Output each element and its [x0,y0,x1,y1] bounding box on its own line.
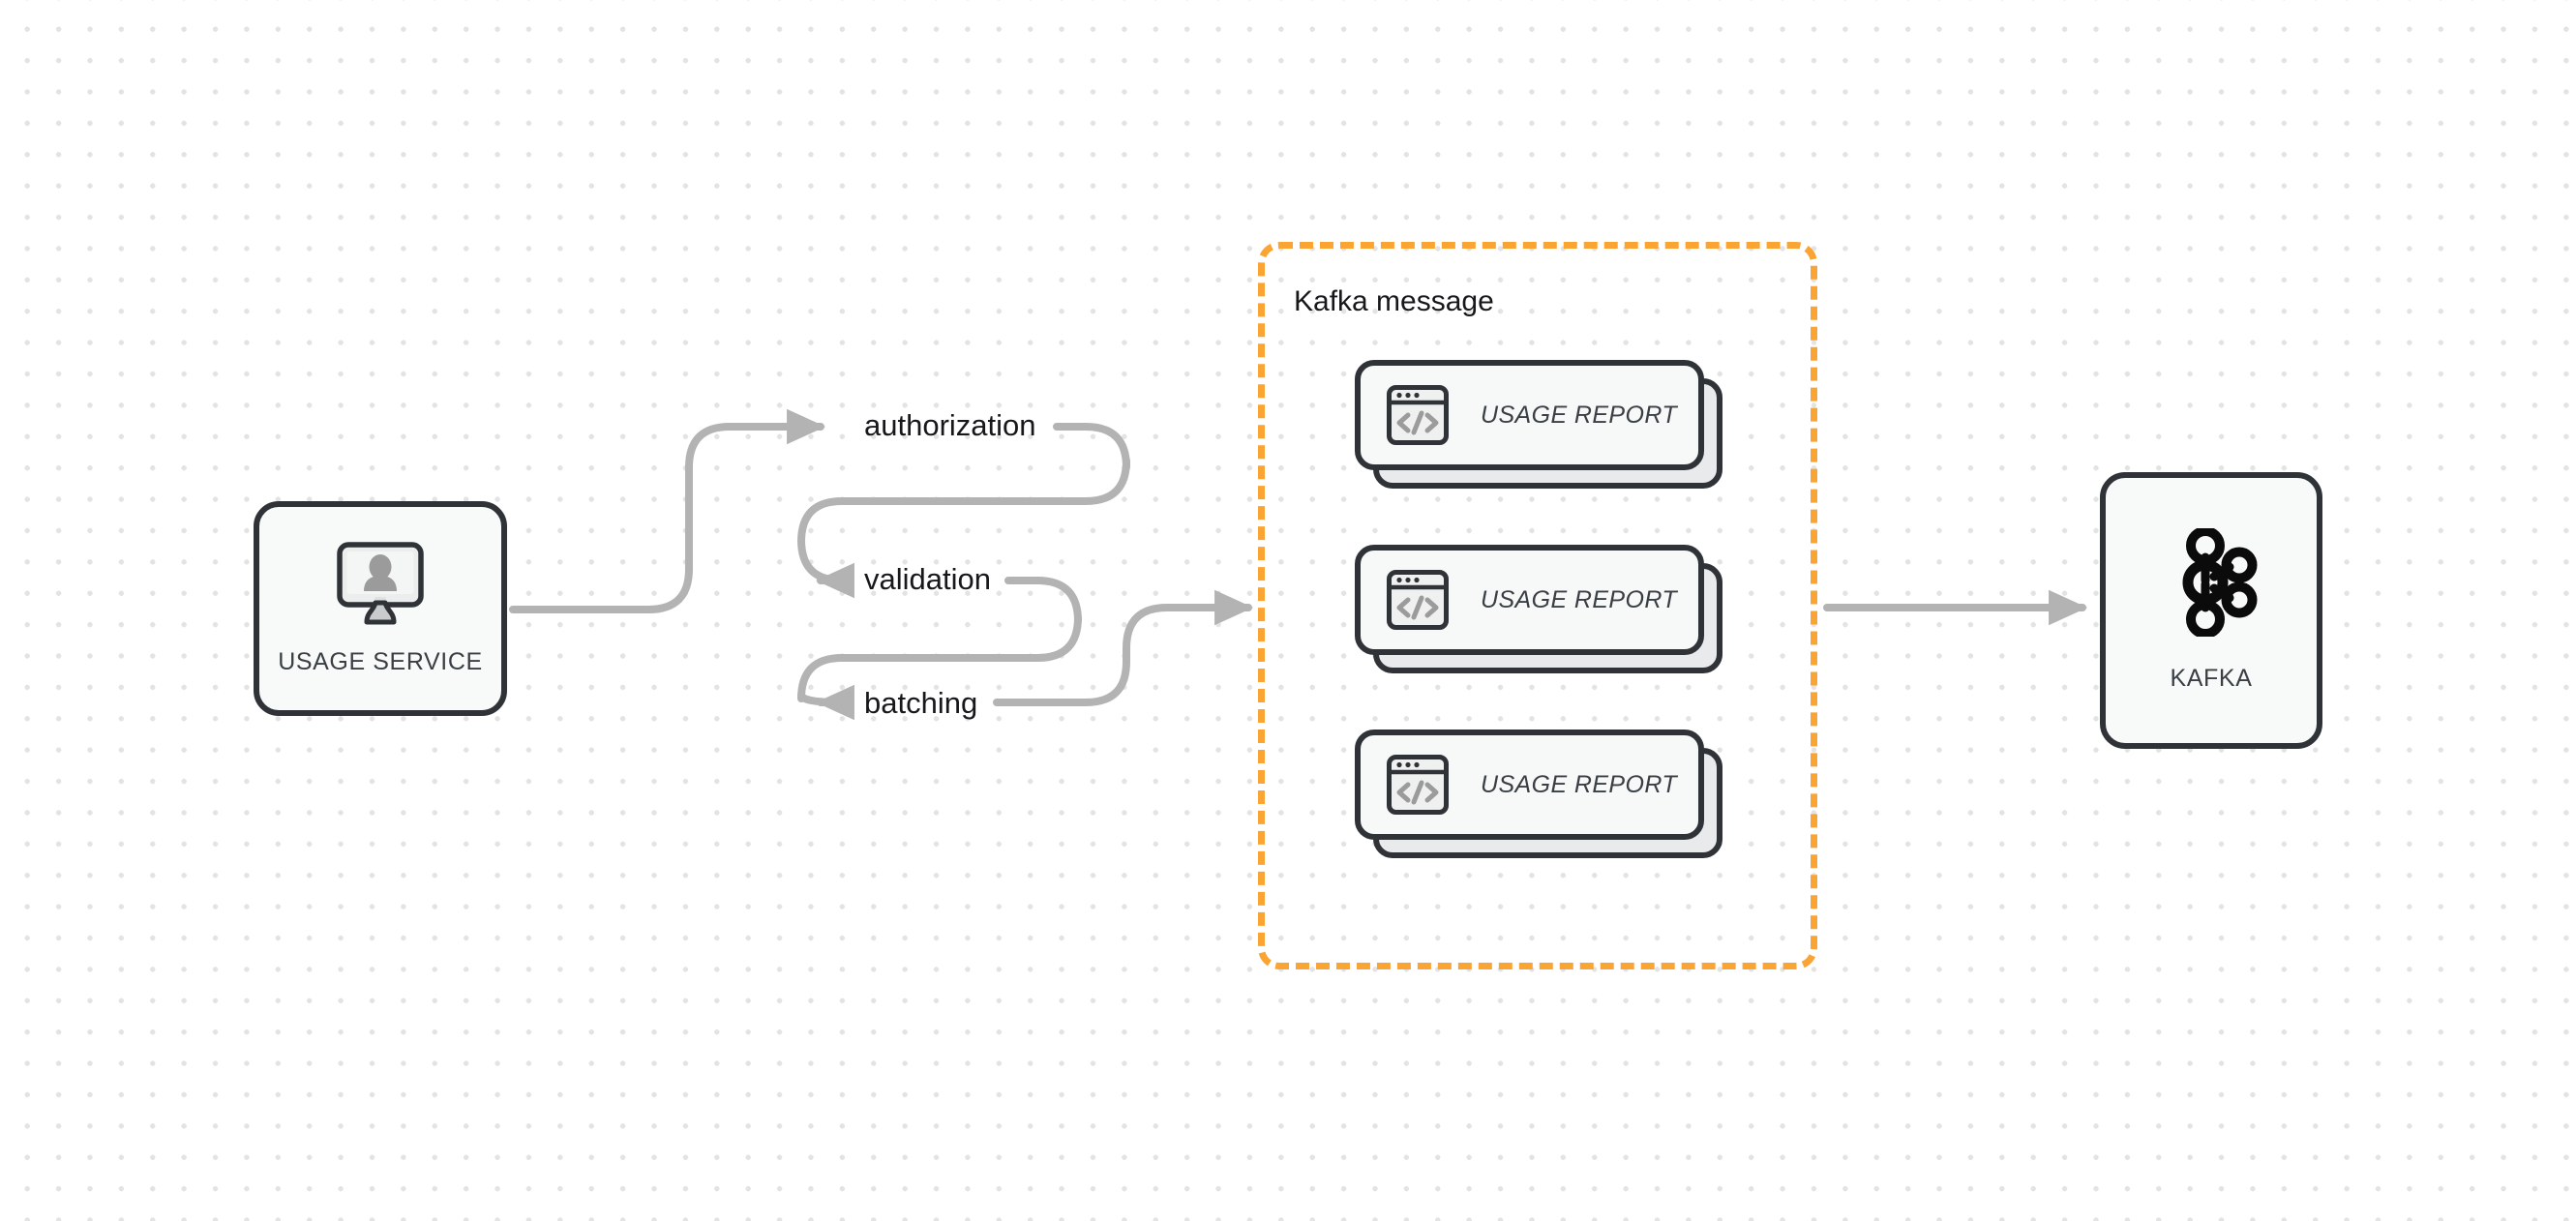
group-kafka-message[interactable] [1258,242,1817,969]
card-usage-report[interactable]: USAGE REPORT [1355,545,1722,673]
card-front: USAGE REPORT [1355,730,1704,840]
card-usage-report[interactable]: USAGE REPORT [1355,730,1722,858]
wire-validation-to-batching [797,577,1082,721]
card-front: USAGE REPORT [1355,545,1704,655]
card-front: USAGE REPORT [1355,360,1704,470]
node-usage-service[interactable]: USAGE SERVICE [254,501,507,716]
card-usage-report[interactable]: USAGE REPORT [1355,360,1722,489]
node-kafka-label: KAFKA [2170,665,2253,692]
card-title: USAGE REPORT [1481,585,1677,613]
card-title: USAGE REPORT [1481,770,1677,798]
kafka-logo-icon [2164,526,2259,641]
step-label-authorization[interactable]: authorization [864,408,1036,442]
step-label-validation[interactable]: validation [864,562,991,596]
node-usage-service-label: USAGE SERVICE [278,648,483,675]
wire-usage-service-to-authorization [509,408,825,613]
group-kafka-message-title: Kafka message [1294,285,1494,317]
code-window-icon [1386,569,1450,631]
wire-authorization-to-validation [797,423,1130,599]
node-kafka[interactable]: KAFKA [2100,472,2322,749]
wire-batching-to-kafka-message [993,589,1253,706]
monitor-user-icon [334,541,427,631]
card-title: USAGE REPORT [1481,401,1677,429]
code-window-icon [1386,754,1450,816]
step-label-batching[interactable]: batching [864,686,978,720]
code-window-icon [1386,384,1450,446]
